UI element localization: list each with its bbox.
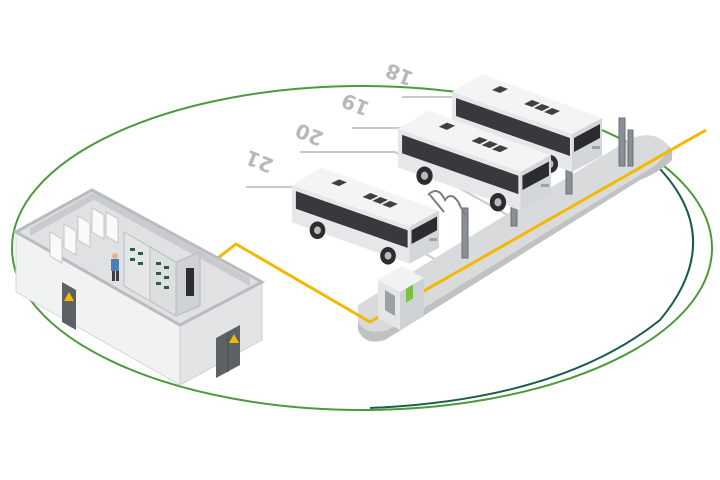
pantograph-post-21 — [461, 207, 469, 259]
technician-figure-icon — [111, 253, 119, 281]
network-ring — [11, 85, 713, 411]
power-line — [204, 128, 707, 324]
bay-number-21: 21 — [242, 145, 277, 178]
high-voltage-warning-icon — [64, 292, 74, 301]
power-cabinets — [123, 231, 201, 317]
substation-building-icon — [12, 188, 266, 386]
pantograph-icon — [427, 190, 467, 217]
pantograph-post-18 — [618, 117, 626, 167]
electric-bus-21 — [292, 167, 439, 265]
bay-line-20 — [300, 151, 521, 223]
depot-charger-cabinet-icon — [378, 266, 424, 330]
switchgear-cabinets — [49, 207, 119, 264]
network-ring-right-edge — [369, 149, 694, 409]
substation-door-left — [62, 282, 76, 330]
bay-number-19: 19 — [338, 88, 373, 121]
bay-number-20: 20 — [292, 118, 327, 151]
high-voltage-warning-icon-right — [229, 334, 239, 343]
pantograph-post-18-b — [627, 129, 634, 167]
